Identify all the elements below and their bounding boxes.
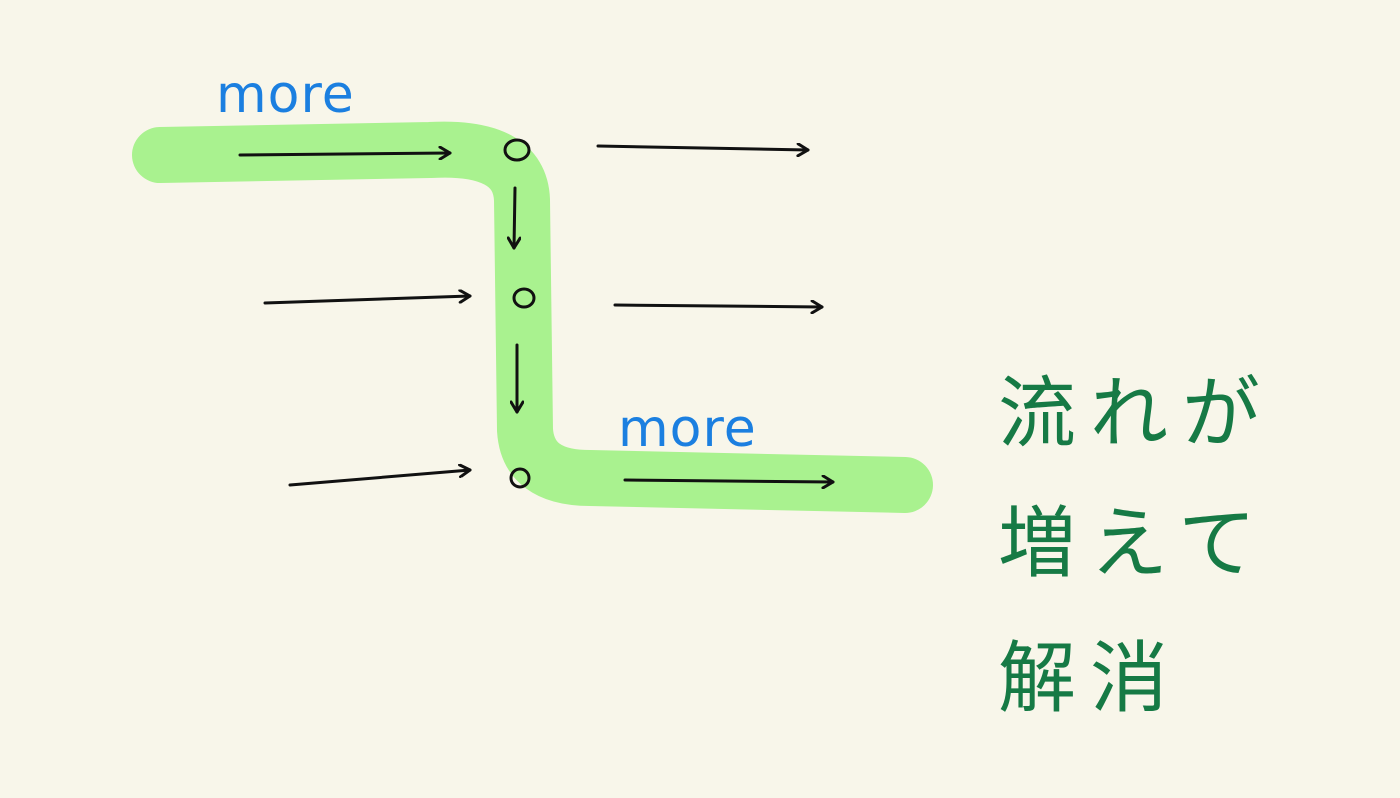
outgoing-arrow-middle — [613, 305, 824, 307]
caption-line-3: 解消 — [998, 634, 1182, 724]
outgoing-arrow-bottom — [623, 480, 835, 482]
node-top — [503, 138, 531, 162]
highlight-flow-path — [132, 121, 933, 513]
caption-line-2: 増えて — [998, 499, 1270, 589]
incoming-arrow-top — [238, 153, 452, 155]
outgoing-arrow-top — [596, 146, 810, 150]
node-middle — [512, 287, 536, 309]
incoming-arrow-middle — [263, 296, 472, 305]
more-label-top: more — [216, 65, 355, 125]
down-arrow-upper — [514, 186, 515, 250]
more-label-bottom: more — [618, 399, 757, 459]
incoming-arrow-bottom — [288, 470, 472, 487]
node-bottom — [509, 467, 531, 489]
caption-line-1: 流れが — [998, 369, 1274, 459]
